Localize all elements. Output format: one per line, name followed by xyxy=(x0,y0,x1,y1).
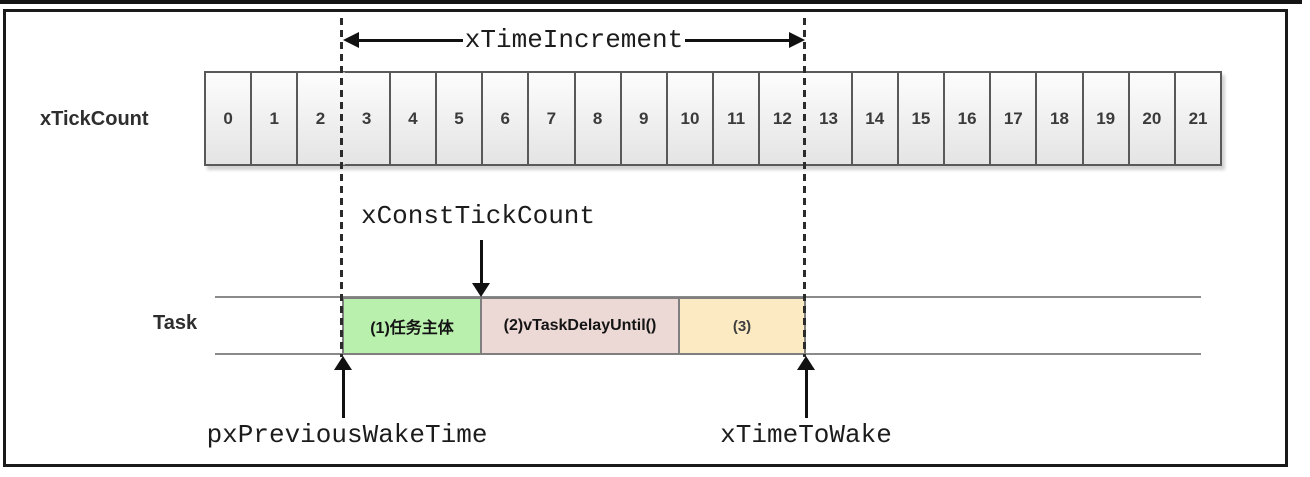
const-tick-count-label: xConstTickCount xyxy=(360,201,596,231)
tick-count-label: xTickCount xyxy=(40,108,149,130)
tick-cell: 14 xyxy=(850,71,899,166)
arrow-left-icon xyxy=(343,32,359,48)
top-edge-strip xyxy=(0,0,1302,4)
tick-cell: 20 xyxy=(1127,71,1176,166)
tick-cell: 1 xyxy=(250,71,299,166)
tick-cell: 12 xyxy=(758,71,807,166)
tick-cell: 15 xyxy=(896,71,945,166)
const-tick-count-arrow-line xyxy=(480,240,483,283)
task-segment-vtaskdelayuntil: (2)vTaskDelayUntil() xyxy=(480,297,680,355)
previous-wake-arrow-line xyxy=(342,369,345,418)
tick-cell: 5 xyxy=(434,71,484,166)
tick-cell: 3 xyxy=(342,71,391,166)
tick-cell: 10 xyxy=(665,71,715,166)
arrow-up-icon xyxy=(334,356,352,370)
tick-cell: 9 xyxy=(619,71,668,166)
dimension-line xyxy=(359,38,463,42)
time-increment-dimension: xTimeIncrement xyxy=(343,27,805,53)
dimension-line xyxy=(685,38,789,42)
tick-cell: 17 xyxy=(989,71,1038,166)
previous-wake-time-label: pxPreviousWakeTime xyxy=(206,420,488,450)
tick-cell: 16 xyxy=(943,71,992,166)
task-segment-blocked: (3) xyxy=(678,297,806,355)
time-to-wake-label: xTimeToWake xyxy=(720,420,892,450)
arrow-down-icon xyxy=(472,283,490,297)
tick-cell: 7 xyxy=(527,71,576,166)
tick-cell: 11 xyxy=(712,71,761,166)
dashed-guide-previous-wake xyxy=(340,18,343,357)
tick-cell: 2 xyxy=(296,71,345,166)
tick-cell: 0 xyxy=(204,71,253,166)
tick-cell: 8 xyxy=(573,71,622,166)
tick-cell: 19 xyxy=(1081,71,1130,166)
dashed-guide-time-to-wake xyxy=(803,18,806,357)
tick-cell: 6 xyxy=(481,71,530,166)
task-segment-body: (1)任务主体 xyxy=(342,297,482,355)
tick-cell: 21 xyxy=(1173,71,1223,166)
arrow-right-icon xyxy=(789,32,805,48)
tick-cell: 4 xyxy=(388,71,437,166)
time-increment-label: xTimeIncrement xyxy=(464,25,684,55)
tick-cell: 13 xyxy=(804,71,853,166)
task-label: Task xyxy=(153,312,198,334)
time-to-wake-arrow-line xyxy=(805,369,808,418)
arrow-up-icon xyxy=(797,356,815,370)
tick-cell: 18 xyxy=(1035,71,1084,166)
